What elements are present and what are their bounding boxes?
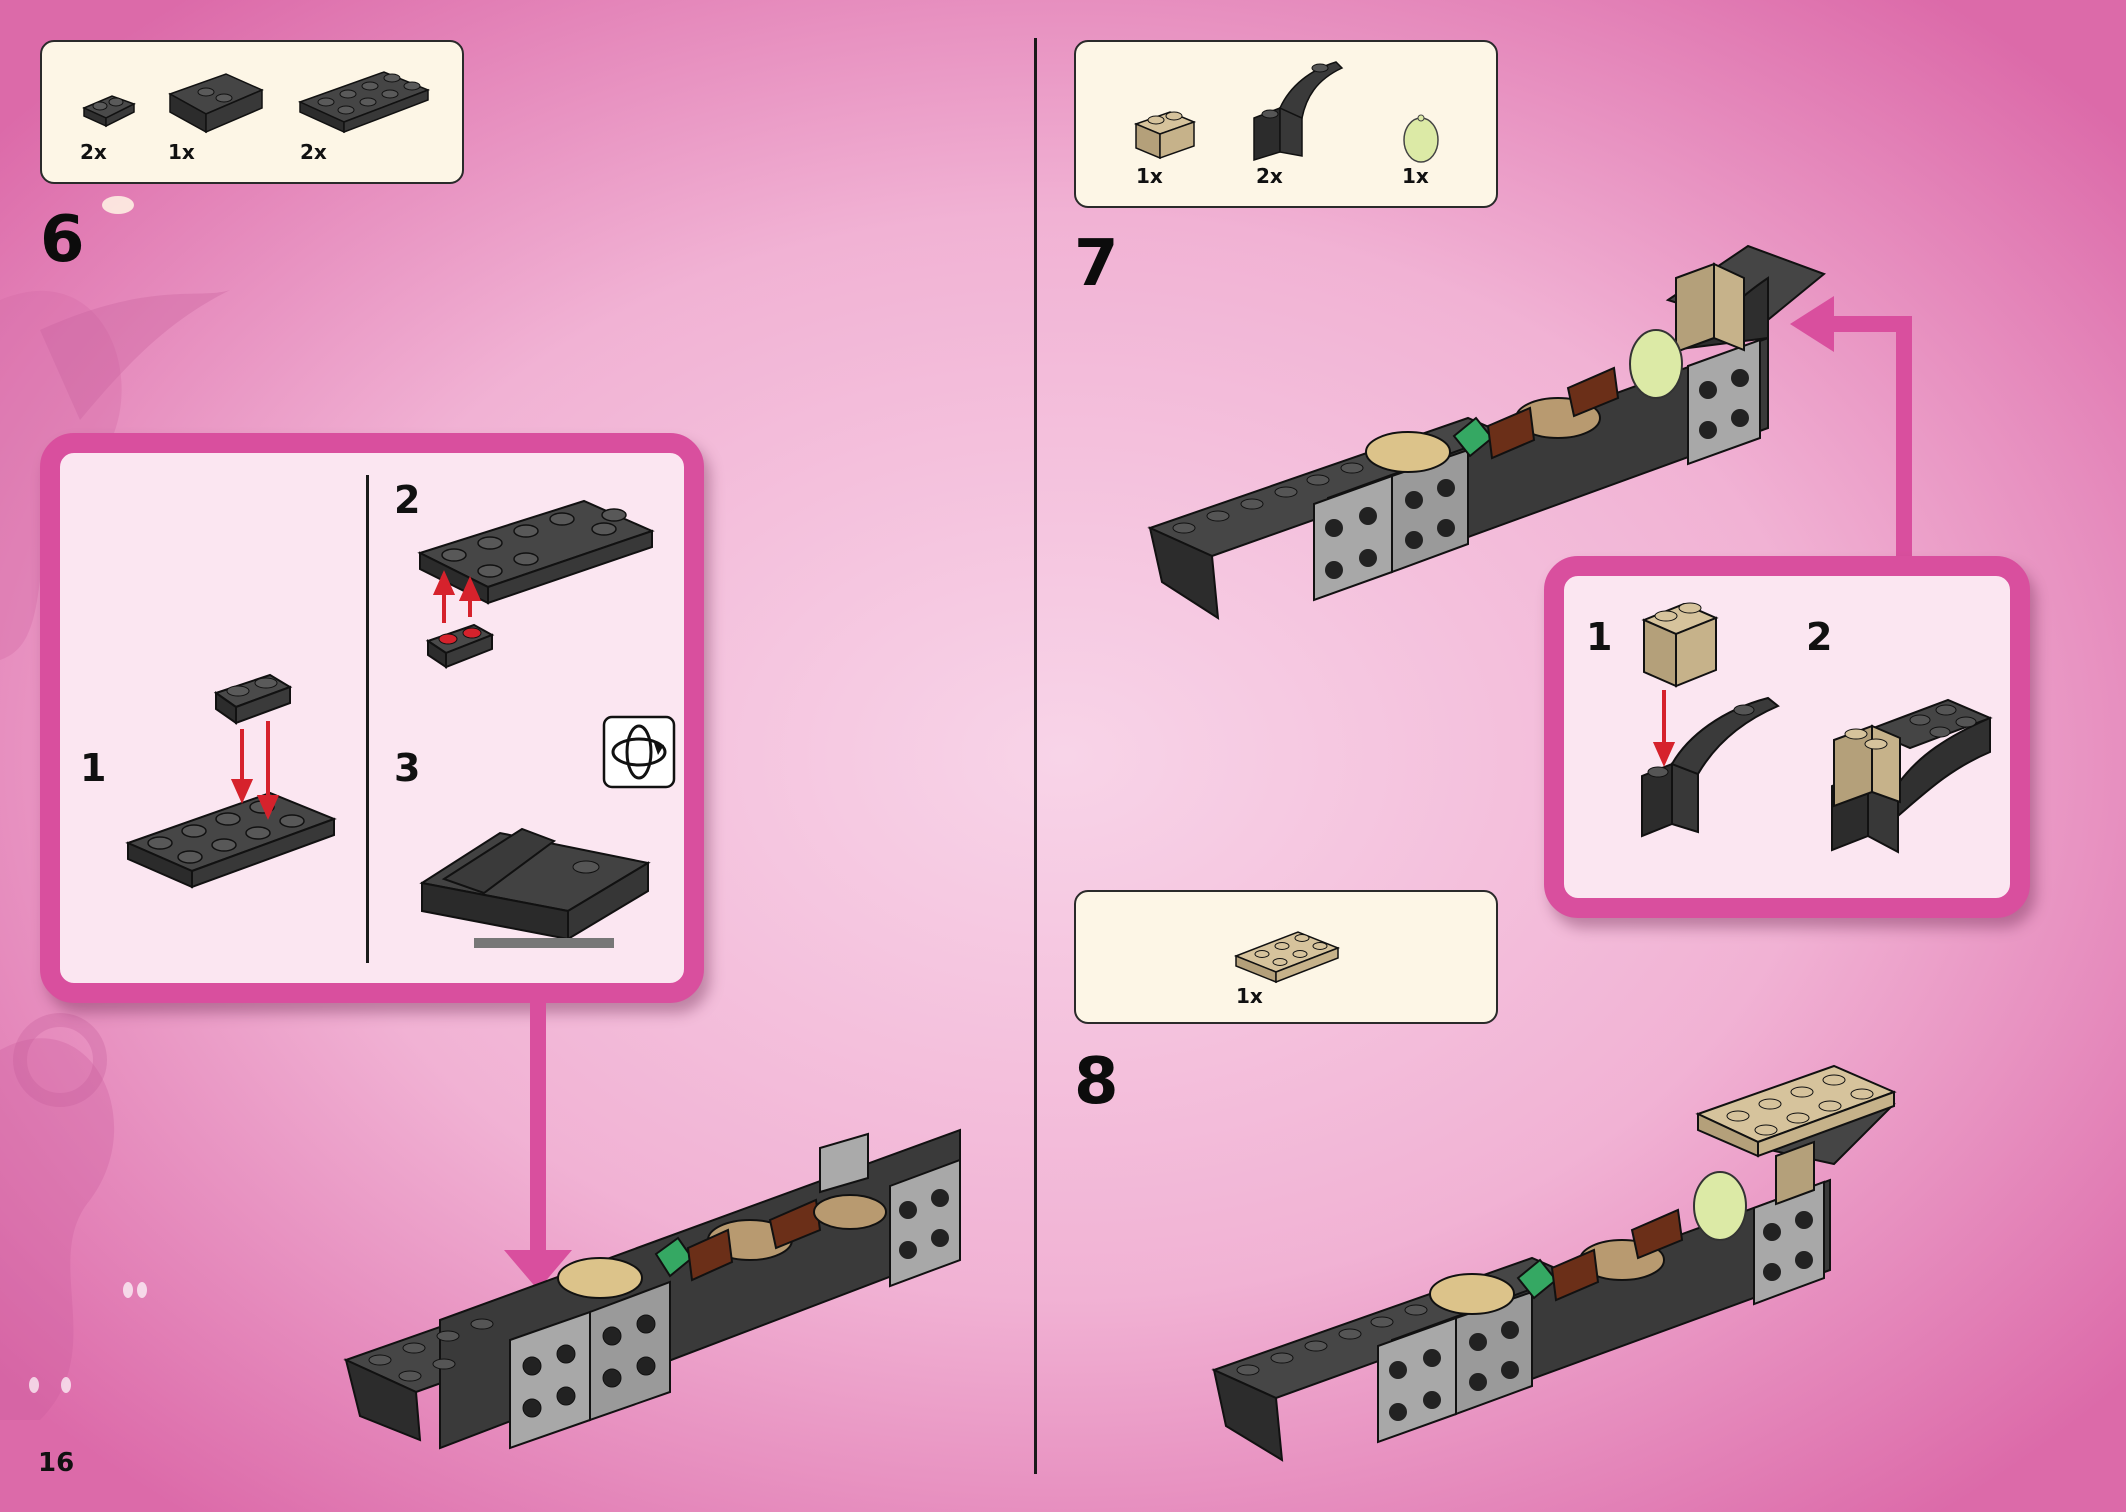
step7-part-qty: 1x	[1402, 164, 1429, 188]
brick-1x2-tan-icon	[1133, 111, 1197, 160]
callout-divider	[366, 475, 369, 963]
step6-part-qty: 1x	[168, 140, 195, 164]
step7-parts-list: 1x 2x 1x	[1074, 40, 1498, 208]
substep2-assembly	[417, 499, 655, 669]
callout-arrow	[504, 1000, 572, 1290]
rotate-model-icon	[602, 715, 676, 789]
substep1-assembly	[125, 673, 337, 889]
step8-parts-list: 1x	[1074, 890, 1498, 1024]
step6-model	[343, 1128, 961, 1450]
page-number: 16	[38, 1448, 75, 1478]
step6-part-qty: 2x	[80, 140, 107, 164]
step6-part-qty: 2x	[300, 140, 327, 164]
substep-number: 2	[394, 478, 421, 522]
substep3-assembly	[419, 827, 651, 948]
substep1-assembly	[1641, 602, 1780, 838]
plate-2x4-dark-icon	[298, 71, 431, 134]
step7-callout: 1 2	[1544, 556, 2030, 918]
wedge-plate-dark-icon	[168, 73, 264, 134]
substep2-assembly	[1831, 698, 1993, 854]
substep-number: 1	[1586, 615, 1613, 659]
step7-model	[1147, 244, 1826, 620]
step8-part-qty: 1x	[1236, 984, 1263, 1008]
page-divider	[1034, 38, 1037, 1474]
substep-number: 1	[80, 746, 107, 790]
step8-number: 8	[1074, 1045, 1119, 1119]
callout-arrow	[1790, 296, 1912, 566]
step7-part-qty: 1x	[1136, 164, 1163, 188]
step7-part-qty: 2x	[1256, 164, 1283, 188]
substep-number: 3	[394, 746, 421, 790]
egg-green-icon	[1403, 114, 1439, 163]
step7-number: 7	[1074, 227, 1119, 301]
plate-1x2-rounded-dark-icon	[82, 95, 136, 128]
step6-parts-list: 2x 1x 2x	[40, 40, 464, 184]
step6-number: 6	[40, 203, 85, 277]
step6-callout: 1 2 3	[40, 433, 704, 1003]
step8-model	[1211, 1064, 1897, 1462]
plate-2x4-tan-icon	[1233, 931, 1341, 984]
substep-number: 2	[1806, 615, 1833, 659]
arch-slope-dark-icon	[1253, 61, 1344, 162]
